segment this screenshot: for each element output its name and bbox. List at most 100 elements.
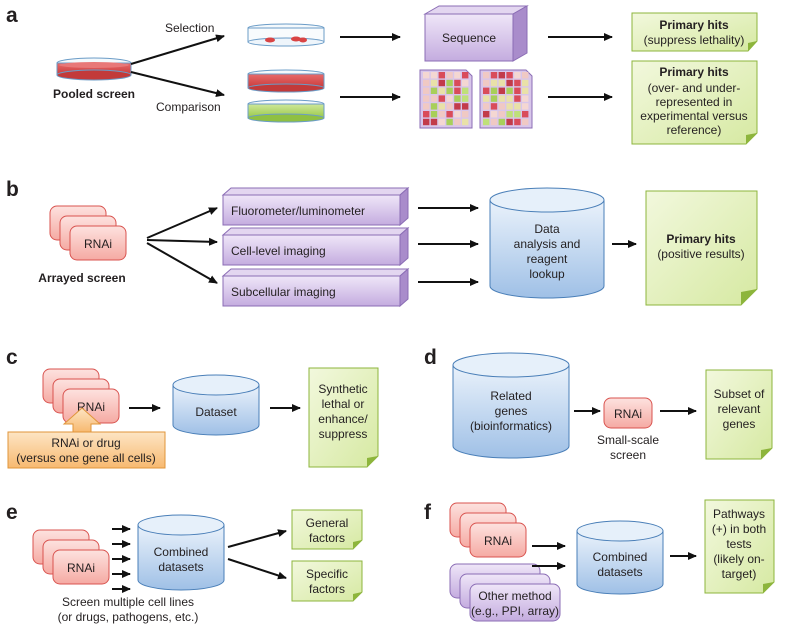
panel-b: b RNAi Arrayed screen Fluorometer/lumino…	[6, 178, 758, 308]
drug-up-arrow	[7, 407, 166, 469]
subset-note	[705, 369, 773, 460]
general-line-1: General	[306, 516, 349, 530]
rnai-label-f: RNAi	[484, 534, 512, 548]
subset-line-2: relevant	[718, 402, 761, 416]
array-well	[498, 79, 505, 87]
array-well	[430, 87, 438, 94]
combined-datasets-cylinder-f	[576, 520, 664, 595]
array-well	[423, 79, 430, 87]
array-well	[506, 111, 513, 118]
arrow-to-general	[227, 529, 287, 548]
primary-hits-1-title: Primary hits	[659, 18, 729, 32]
synthetic-line-2: lethal or	[322, 397, 365, 411]
pathways-line-4: (likely on-	[713, 552, 764, 566]
drug-line-1: RNAi or drug	[51, 436, 120, 450]
other-method-line-2: (e.g., PPI, array)	[471, 604, 559, 618]
primary-hits-2-title: Primary hits	[659, 65, 729, 79]
pooled-screen-label: Pooled screen	[53, 87, 135, 101]
arrayed-screen-label: Arrayed screen	[38, 271, 125, 285]
array-well	[430, 72, 438, 79]
array-well	[490, 111, 498, 118]
assay-subcellular-label: Subcellular imaging	[231, 285, 336, 299]
data-analysis-cylinder	[489, 187, 605, 299]
pathways-line-3: tests	[726, 537, 751, 551]
array-well	[506, 118, 513, 126]
array-well	[446, 118, 453, 126]
arrow-to-subcellular	[146, 242, 218, 284]
array-well	[446, 111, 453, 118]
cylinder-b-line-2: analysis and	[514, 237, 581, 251]
array-well	[430, 103, 438, 110]
primary-hits-2-line-1: (over- and under-	[648, 81, 741, 95]
primary-hits-note-1	[631, 12, 758, 52]
rnai-label-e: RNAi	[67, 561, 95, 575]
array-well	[522, 79, 529, 87]
related-genes-cylinder	[452, 352, 570, 459]
array-well	[490, 87, 498, 94]
array-well	[506, 72, 513, 79]
array-well	[438, 118, 445, 126]
combined-datasets-cylinder-e	[137, 514, 225, 591]
related-genes-line-3: (bioinformatics)	[470, 419, 552, 433]
array-well	[490, 79, 498, 87]
array-well	[462, 87, 469, 94]
array-well	[446, 72, 453, 79]
array-well	[506, 103, 513, 110]
assay-box-subcellular	[221, 267, 410, 308]
array-well	[446, 87, 453, 94]
array-well	[462, 118, 469, 126]
primary-hits-b-title: Primary hits	[666, 232, 736, 246]
primary-hits-1-line: (suppress lethality)	[644, 33, 745, 47]
array-well	[454, 103, 461, 110]
array-well	[514, 95, 521, 102]
combined-e-line-2: datasets	[158, 560, 203, 574]
primary-hits-2-line-4: reference)	[667, 123, 722, 137]
array-well	[490, 95, 498, 102]
arrow-to-comparison	[130, 71, 225, 97]
subset-line-3: genes	[723, 417, 756, 431]
pathways-note	[704, 499, 775, 594]
assay-box-cell-imaging	[221, 226, 410, 267]
related-genes-line-2: genes	[495, 404, 528, 418]
array-well	[514, 72, 521, 79]
array-well	[446, 95, 453, 102]
array-well	[454, 87, 461, 94]
array-well	[438, 95, 445, 102]
sequence-label: Sequence	[442, 31, 496, 45]
rnai-box-d	[603, 397, 653, 429]
array-well	[498, 87, 505, 94]
primary-hits-b-line: (positive results)	[657, 247, 744, 261]
array-well	[514, 103, 521, 110]
panel-e-letter: e	[6, 501, 18, 524]
primary-hits-2-line-2: represented in	[656, 95, 733, 109]
array-well	[522, 72, 529, 79]
other-method-line-1: Other method	[478, 589, 551, 603]
arrow-to-cell-imaging	[146, 237, 218, 246]
selection-dish	[247, 23, 325, 47]
array-well	[506, 95, 513, 102]
array-well	[454, 79, 461, 87]
array-well	[522, 87, 529, 94]
array-well	[506, 79, 513, 87]
array-well	[423, 95, 430, 102]
dataset-label: Dataset	[195, 405, 237, 419]
rnai-label-d: RNAi	[614, 407, 642, 421]
array-well	[514, 118, 521, 126]
synthetic-line-1: Synthetic	[318, 382, 367, 396]
array-well	[454, 95, 461, 102]
array-well	[490, 118, 498, 126]
assay-fluorometer-label: Fluorometer/luminometer	[231, 204, 365, 218]
comparison-dish-green	[247, 99, 325, 123]
array-well	[514, 87, 521, 94]
drug-line-2: (versus one gene all cells)	[16, 451, 155, 465]
array-well	[462, 79, 469, 87]
rnai-label-b: RNAi	[84, 237, 112, 251]
array-well	[490, 103, 498, 110]
pathways-line-2: (+) in both	[712, 522, 766, 536]
array-well	[498, 72, 505, 79]
array-plate-2	[479, 69, 533, 129]
synthetic-line-3: enhance/	[318, 412, 368, 426]
array-well	[438, 79, 445, 87]
array-well	[446, 79, 453, 87]
array-well	[462, 95, 469, 102]
